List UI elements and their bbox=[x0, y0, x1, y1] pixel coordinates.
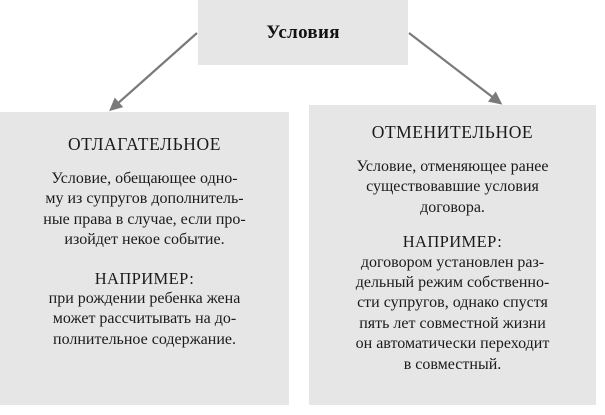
branch-example-otlagatelnoe: при рождении ребенка жена может рассчиты… bbox=[10, 289, 279, 350]
example-line: договором установлен раз- bbox=[360, 253, 545, 271]
definition-line: ные права в случае, если про- bbox=[43, 210, 246, 228]
example-line: в совместный. bbox=[403, 355, 502, 373]
branch-definition-otlagatelnoe: Условие, обещающее одно- му из супругов … bbox=[10, 169, 279, 251]
example-label-otlagatelnoe: НАПРИМЕР: bbox=[94, 268, 195, 288]
arrow-to-right-branch bbox=[408, 32, 503, 105]
root-node-title: Условия bbox=[266, 21, 340, 43]
branch-example-otmenitelnoe: договором установлен раз- дельный режим … bbox=[319, 253, 586, 376]
branch-heading-otmenitelnoe: ОТМЕНИТЕЛЬНОЕ bbox=[371, 122, 534, 142]
definition-line: изойдет некое событие. bbox=[64, 231, 225, 249]
section-spacer bbox=[319, 218, 586, 231]
example-line: может рассчитывать на до- bbox=[52, 310, 237, 328]
root-node-conditions: Условия bbox=[198, 0, 408, 65]
example-line: пять лет совместной жизни bbox=[359, 314, 546, 332]
arrow-to-left-branch bbox=[109, 32, 198, 112]
definition-line: Условие, обещающее одно- bbox=[51, 170, 238, 187]
section-spacer bbox=[10, 251, 279, 268]
branch-heading-otlagatelnoe: ОТЛАГАТЕЛЬНОЕ bbox=[67, 134, 222, 154]
example-line: при рождении ребенка жена bbox=[48, 289, 241, 307]
definition-line: Условие, отменяющее ранее bbox=[356, 158, 549, 175]
example-label-otmenitelnoe: НАПРИМЕР: bbox=[402, 232, 503, 252]
branch-definition-otmenitelnoe: Условие, отменяющее ранее существовавшие… bbox=[319, 157, 586, 218]
example-line: полнительное содержание. bbox=[53, 330, 236, 348]
example-line: дельный режим собственно- bbox=[355, 273, 550, 291]
branch-node-otlagatelnoe: ОТЛАГАТЕЛЬНОЕ Условие, обещающее одно- м… bbox=[0, 112, 289, 405]
definition-line: договора. bbox=[420, 198, 485, 216]
branch-node-otmenitelnoe: ОТМЕНИТЕЛЬНОЕ Условие, отменяющее ранее … bbox=[309, 105, 596, 405]
definition-line: существовавшие условия bbox=[366, 178, 539, 196]
example-line: он автоматически переходит bbox=[355, 335, 550, 353]
definition-line: му из супругов дополнитель- bbox=[45, 190, 244, 208]
example-line: сти супругов, однако спустя bbox=[357, 294, 548, 312]
